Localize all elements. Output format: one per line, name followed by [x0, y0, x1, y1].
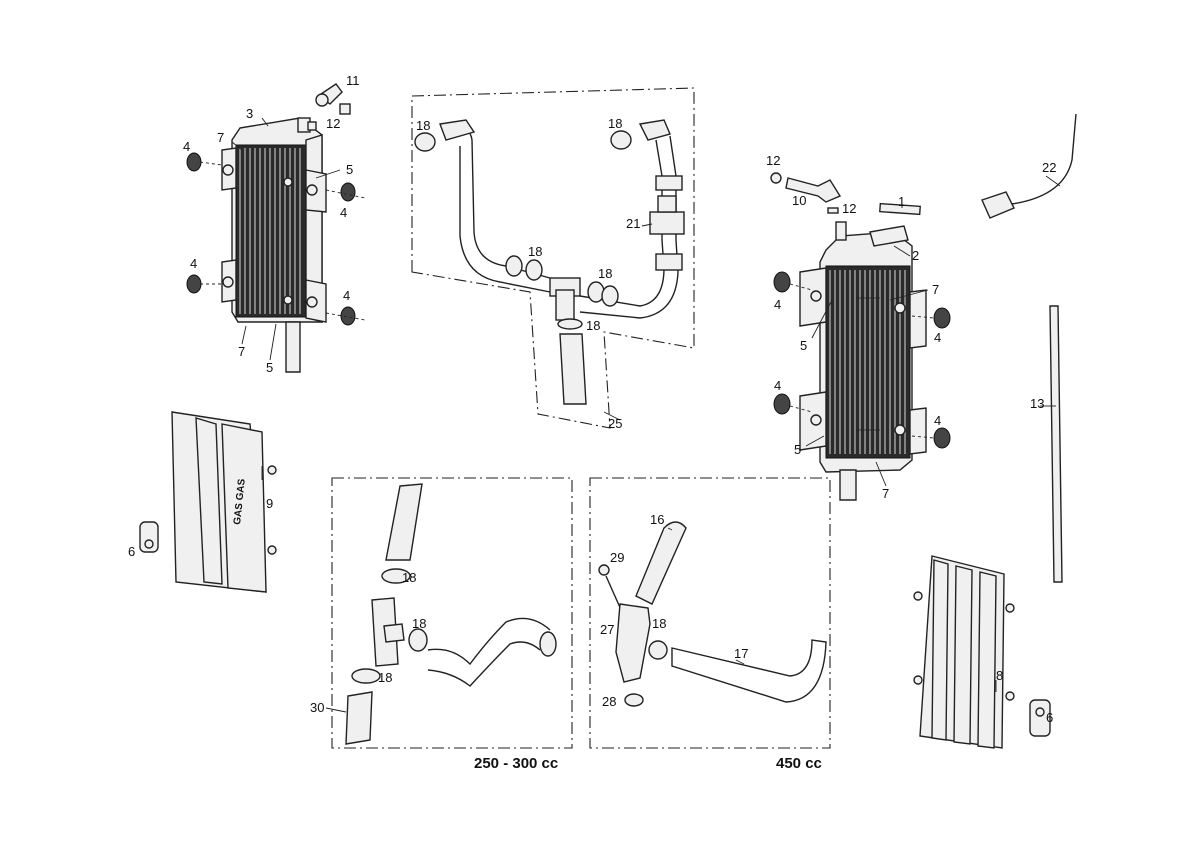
box-450-parts: [598, 521, 827, 707]
callout-16: 16: [650, 512, 664, 527]
callout-5: 5: [800, 338, 807, 353]
callout-6: 6: [128, 544, 135, 559]
callout-30: 30: [310, 700, 324, 715]
callout-4: 4: [340, 205, 347, 220]
upper-hose-frame: [411, 87, 695, 429]
callout-4: 4: [190, 256, 197, 271]
callout-12: 12: [842, 201, 856, 216]
callout-17: 17: [734, 646, 748, 661]
svg-text:GAS GAS: GAS GAS: [232, 478, 248, 525]
callout-10: 10: [792, 193, 806, 208]
callout-5: 5: [794, 442, 801, 457]
callout-4: 4: [774, 378, 781, 393]
callout-18: 18: [608, 116, 622, 131]
callout-18: 18: [586, 318, 600, 333]
callout-13: 13: [1030, 396, 1044, 411]
left-radiator: [186, 83, 366, 373]
box-250-300-frame: [331, 477, 573, 749]
callout-4: 4: [343, 288, 350, 303]
callout-7: 7: [238, 344, 245, 359]
box-450-frame: [589, 477, 831, 749]
callout-1: 1: [898, 194, 905, 209]
left-shroud: GAS GAS: [139, 411, 277, 593]
caption-450cc: 450 cc: [776, 755, 822, 772]
callout-18: 18: [652, 616, 666, 631]
callout-18: 18: [528, 244, 542, 259]
callout-28: 28: [602, 694, 616, 709]
callout-12: 12: [326, 116, 340, 131]
callout-6: 6: [1046, 710, 1053, 725]
callout-22: 22: [1042, 160, 1056, 175]
callout-2: 2: [912, 248, 919, 263]
rod-and-sensor: [981, 113, 1077, 583]
callout-5: 5: [346, 162, 353, 177]
callout-4: 4: [934, 413, 941, 428]
callout-numbers: 3 11 12 7 4 5 4 4 4 7 5 18 18 21 18 18 1…: [128, 73, 1056, 725]
callout-4: 4: [183, 139, 190, 154]
callout-9: 9: [266, 496, 273, 511]
callout-29: 29: [610, 550, 624, 565]
callout-18: 18: [378, 670, 392, 685]
leader-lines: [231, 117, 1061, 713]
callout-18: 18: [416, 118, 430, 133]
callout-4: 4: [774, 297, 781, 312]
callout-5: 5: [266, 360, 273, 375]
right-shroud: [913, 555, 1051, 749]
callout-25: 25: [608, 416, 622, 431]
callout-7: 7: [932, 282, 939, 297]
callout-7: 7: [217, 130, 224, 145]
caption-250-300cc: 250 - 300 cc: [474, 755, 558, 772]
upper-hose-assembly: [414, 119, 685, 405]
callout-18: 18: [402, 570, 416, 585]
callout-18: 18: [598, 266, 612, 281]
callout-27: 27: [600, 622, 614, 637]
callout-18: 18: [412, 616, 426, 631]
callout-3: 3: [246, 106, 253, 121]
callout-4: 4: [934, 330, 941, 345]
callout-12: 12: [766, 153, 780, 168]
callout-8: 8: [996, 668, 1003, 683]
box-250-300-parts: [345, 483, 557, 745]
callout-7: 7: [882, 486, 889, 501]
callout-11: 11: [346, 73, 360, 88]
callout-21: 21: [626, 216, 640, 231]
